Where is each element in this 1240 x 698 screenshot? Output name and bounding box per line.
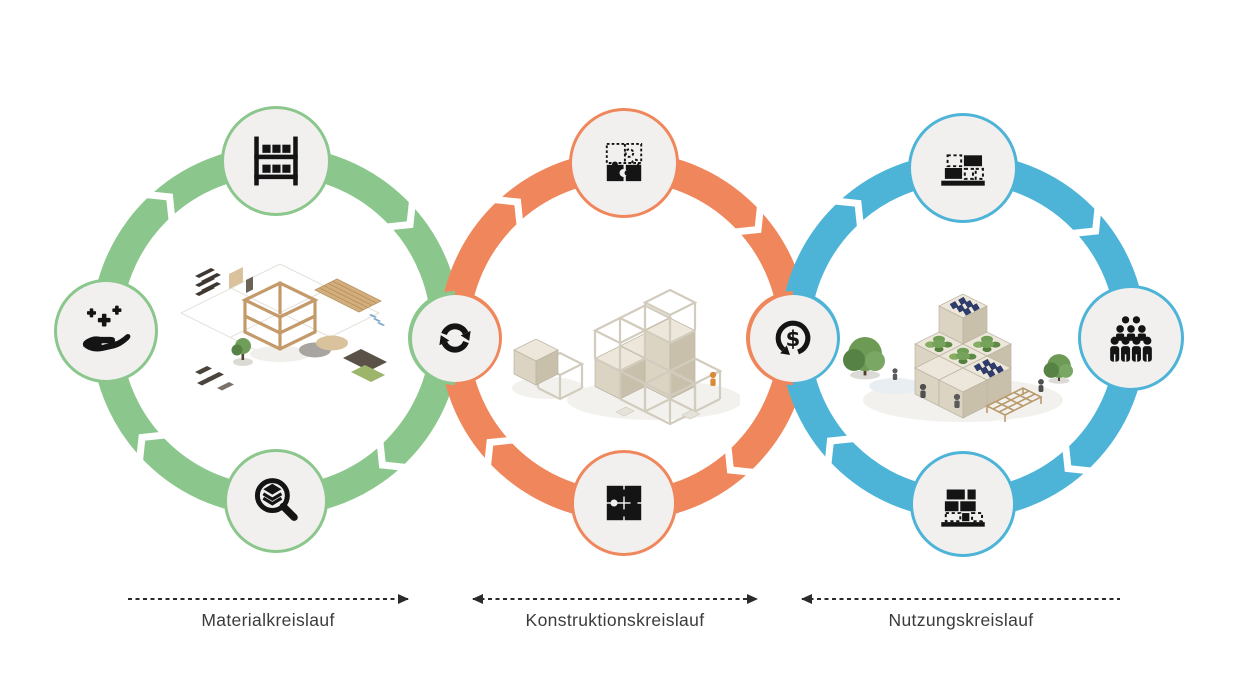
dashed-line-use <box>801 593 1120 604</box>
storage-shelf-icon <box>254 136 298 186</box>
connector-inner <box>411 294 499 382</box>
node-module-stack <box>910 451 1016 557</box>
recycle-arrows-icon <box>439 323 471 353</box>
construction-cycle-label-block: Konstruktionskreislauf <box>472 593 758 631</box>
use-cycle-label-block: Nutzungskreislauf <box>801 593 1120 631</box>
material-cycle-label: Materialkreislauf <box>201 610 335 630</box>
crowd-icon <box>1110 316 1152 362</box>
connector-construction-use: $ <box>746 291 840 385</box>
node-disassembly <box>569 108 679 218</box>
construction-cycle-label: Konstruktionskreislauf <box>525 610 705 630</box>
svg-text:$: $ <box>786 326 801 351</box>
node-community <box>1078 285 1184 391</box>
node-assembly <box>571 450 677 556</box>
modular-frame-construction-illustration <box>512 288 740 426</box>
arrowhead-left-icon <box>801 593 812 604</box>
node-material-quality <box>54 279 158 383</box>
hand-sparkles-icon <box>82 305 131 352</box>
connector-inner: $ <box>749 294 837 382</box>
building-material-components-illustration <box>179 263 387 391</box>
dashed-line-construction <box>472 593 758 604</box>
puzzle-assembled-icon <box>606 485 642 521</box>
node-material-storage <box>221 106 331 216</box>
material-cycle-label-block: Materialkreislauf <box>128 593 409 631</box>
arrowhead-right-icon <box>398 593 409 604</box>
connector-material-construction <box>408 291 502 385</box>
modular-blocks-platform-icon <box>941 154 985 186</box>
node-module-exchange <box>908 113 1018 223</box>
dashed-line-material <box>128 593 409 604</box>
inhabited-modular-building-illustration <box>843 293 1073 422</box>
use-cycle-label: Nutzungskreislauf <box>888 610 1034 630</box>
magnifier-layers-icon <box>254 478 298 521</box>
puzzle-disassembled-icon <box>605 143 643 182</box>
node-material-analysis <box>224 449 328 553</box>
dollar-cycle-icon: $ <box>775 320 811 355</box>
modular-blocks-stack-icon <box>941 489 985 527</box>
arrowhead-left-icon <box>472 593 483 604</box>
arrowhead-right-icon <box>747 593 758 604</box>
